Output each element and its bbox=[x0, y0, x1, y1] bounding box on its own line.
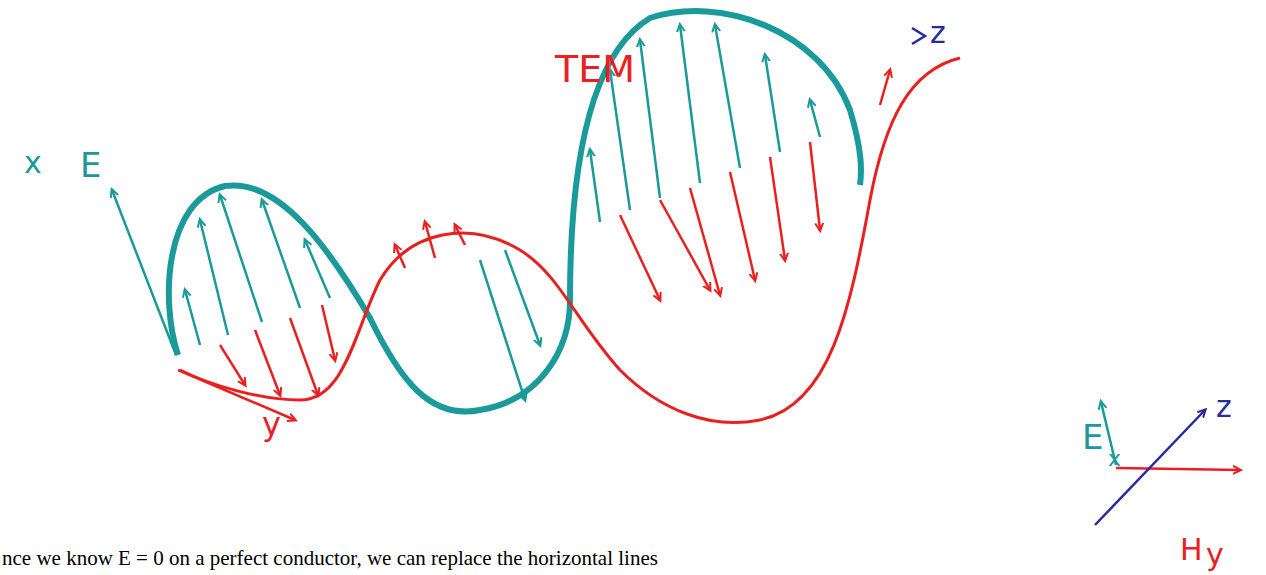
e-field-wave bbox=[169, 11, 861, 411]
field-label: E bbox=[80, 148, 101, 182]
z-axis bbox=[1095, 410, 1205, 525]
wave-type-label: TEM bbox=[555, 50, 635, 88]
axis-label: x bbox=[24, 148, 42, 178]
field-label: E bbox=[1082, 420, 1103, 454]
e-field-arrows bbox=[185, 25, 820, 400]
axis-label: y bbox=[262, 408, 281, 440]
axis-label: z bbox=[930, 18, 946, 48]
h-field-arrows bbox=[220, 70, 890, 395]
field-label: H bbox=[1180, 535, 1203, 565]
e-axis bbox=[112, 190, 176, 355]
subscript-label: y bbox=[1206, 540, 1224, 570]
hy-axis bbox=[1116, 468, 1240, 470]
z-arrow bbox=[912, 28, 925, 44]
body-text: nce we know E = 0 on a perfect conductor… bbox=[2, 548, 658, 569]
axis-label: z bbox=[1216, 392, 1232, 422]
subscript-label: x bbox=[1108, 448, 1121, 470]
h-field-wave bbox=[180, 58, 960, 423]
